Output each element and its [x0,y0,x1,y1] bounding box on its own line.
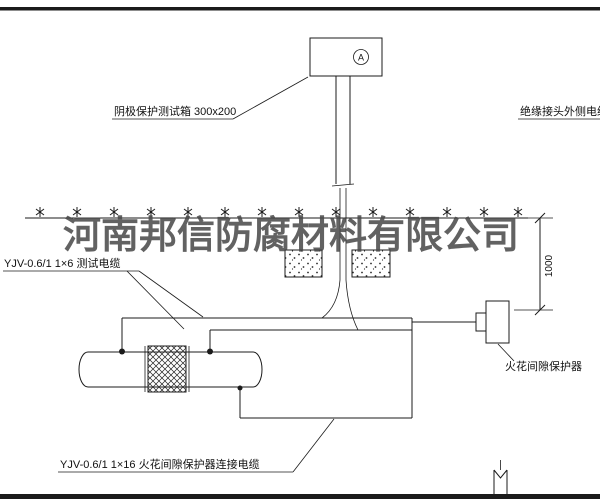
dim-tick-bottom [534,304,546,316]
test-cable-routing [119,279,412,355]
cable-weld-dot-bottom [237,385,243,391]
callout-connection-cable: YJV-0.6/1 1×16 火花间隙保护器连接电缆 [58,418,335,473]
callout-spark-gap: 火花间隙保护器 [505,359,582,373]
test-box-assembly: A [309,37,383,280]
test-box-label: 阴极保护测试箱 300x200 [114,104,236,118]
connection-cable-label: YJV-0.6/1 1×16 火花间隙保护器连接电缆 [60,457,260,471]
dim-value: 1000 [544,254,555,277]
conduit-break-mark [331,183,355,187]
ammeter-circle-icon [353,49,369,65]
spark-gap-protector [475,300,515,362]
pipe-right-end-cap [252,351,263,388]
company-watermark: 河南邦信防腐材料有限公司 [63,212,519,257]
cable-curve-right [345,279,359,331]
insulating-joint-hatch [147,345,187,393]
symbol-v-notch [493,469,508,479]
callout-test-box: 阴极保护测试箱 300x200 [112,76,309,120]
dim-tick-top [534,212,546,224]
protector-body [485,300,510,344]
test-cable-label: YJV-0.6/1 1×6 测试电缆 [4,257,120,270]
protector-leader-line [497,343,515,362]
depth-dimension: 1000 [514,212,555,316]
connection-cable-leader [292,418,335,473]
spark-gap-label: 火花间隙保护器 [505,359,582,373]
test-box [309,37,383,77]
pipe-left-end-cap [78,351,89,388]
test-cable-leader-2 [126,270,185,330]
cable-curve-left [321,279,341,319]
pipe-continuation-symbol [493,460,508,496]
ground-surface [25,206,528,219]
callout-test-cable: YJV-0.6/1 1×6 测试电缆 [3,257,204,330]
test-box-leader-line [232,76,309,120]
callout-joint-outer-cable: 绝缘接头外侧电缆 [518,104,600,120]
sheet-frame [0,7,600,499]
frame-top-border [0,7,600,11]
pipeline [78,345,263,393]
frame-bottom-border [0,494,600,499]
concrete-block-right [351,249,391,278]
concrete-blocks [284,249,391,278]
concrete-block-left [284,249,323,278]
protector-cable-routing [237,318,476,419]
test-cable-leader-1 [138,270,204,318]
joint-outer-cable-label: 绝缘接头外侧电缆 [520,104,600,118]
protector-terminal [475,312,487,332]
ammeter-symbol: A [358,53,364,63]
